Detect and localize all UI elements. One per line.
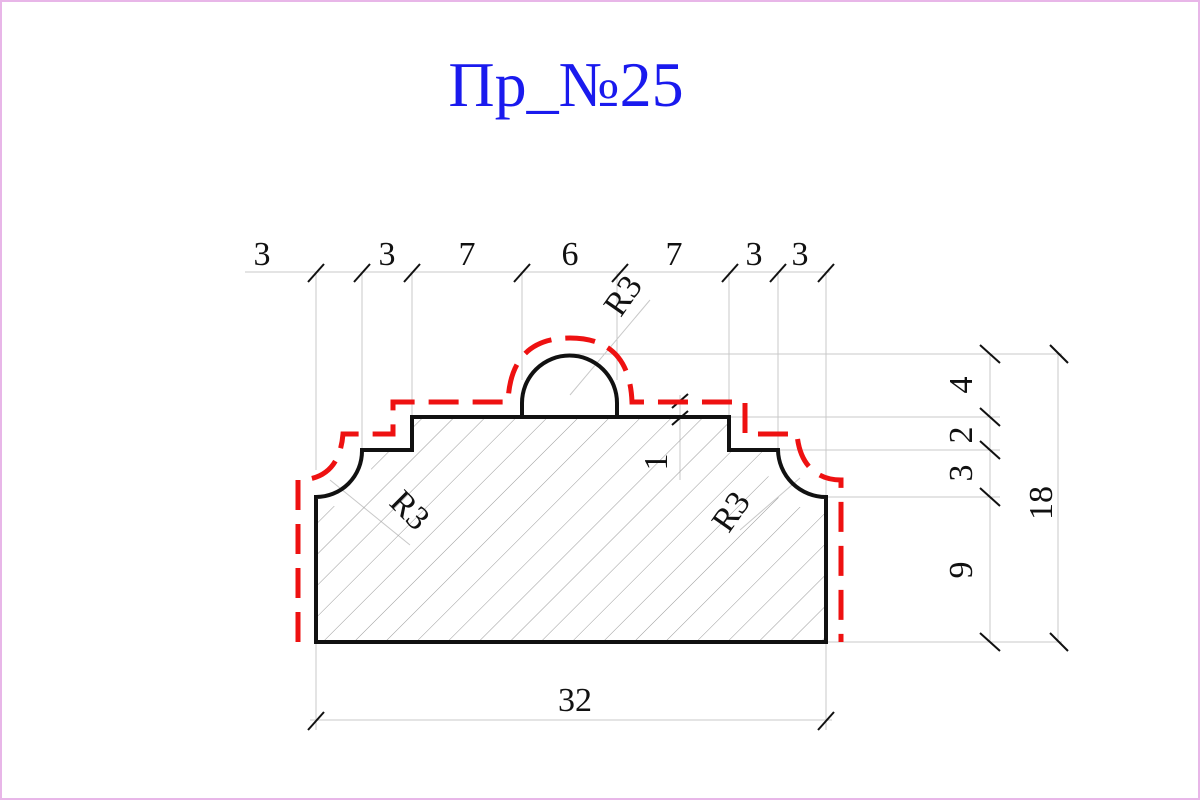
dim-top-2: 3	[379, 236, 396, 273]
dim-top-4: 6	[562, 236, 579, 273]
dimension-lines	[245, 271, 1062, 730]
offset-dashed-outline	[295, 335, 844, 642]
dim-right-2: 2	[943, 427, 980, 444]
dim-right-3: 3	[943, 465, 980, 482]
dim-right-total: 18	[1023, 486, 1060, 520]
dim-right-4: 9	[943, 562, 980, 579]
dim-top-6: 3	[746, 236, 763, 273]
dim-top-3: 7	[459, 236, 476, 273]
profile-outline	[314, 353, 828, 644]
top-dimension-labels: 3 3 7 6 7 3 3	[254, 236, 809, 273]
dim-top-5: 7	[666, 236, 683, 273]
right-dimension-labels: 4 2 3 9 18	[943, 377, 1060, 579]
profile-hatch	[316, 417, 826, 642]
dim-inner-step: 1	[638, 454, 675, 471]
dim-bottom-width: 32	[558, 682, 592, 719]
radius-label-top: R3	[597, 269, 650, 323]
dim-top-7: 3	[792, 236, 809, 273]
page-title: Пр_№25	[448, 49, 683, 120]
dim-top-1: 3	[254, 236, 271, 273]
dim-right-1: 4	[943, 377, 980, 394]
